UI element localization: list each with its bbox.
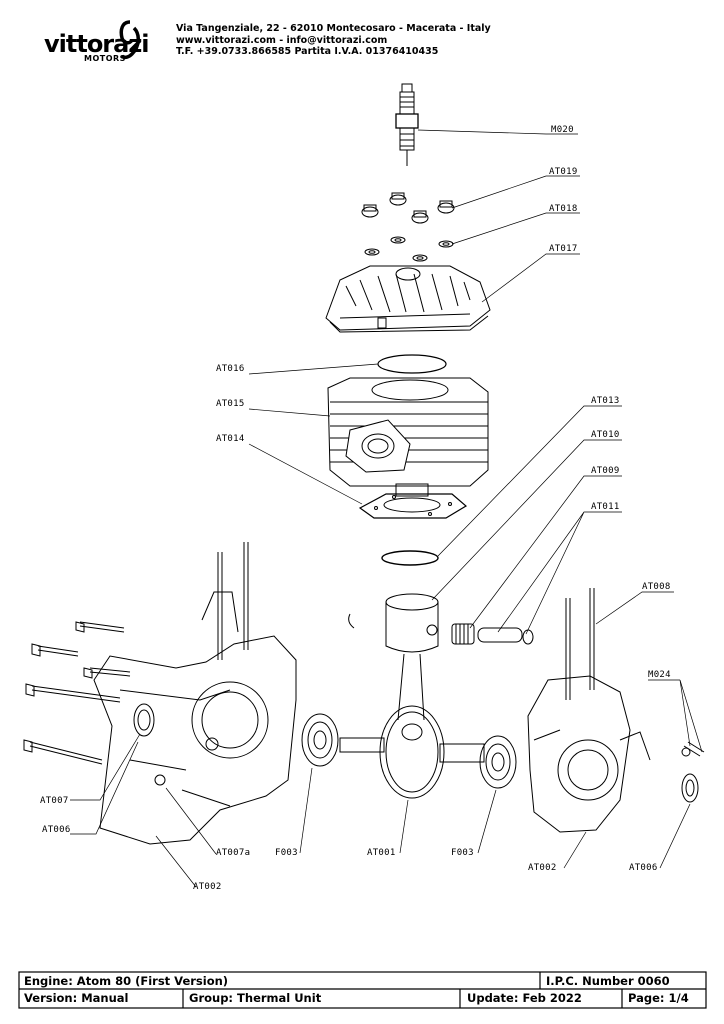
connecting-rod	[397, 653, 425, 721]
title-block-group: Group: Thermal Unit	[189, 991, 322, 1005]
brand-logo-mark	[119, 20, 140, 60]
piston	[348, 593, 439, 653]
callout-f003-left: F003	[275, 848, 298, 858]
callout-at002-right: AT002	[528, 863, 557, 873]
piston-pin-clip	[522, 629, 534, 645]
title-block-version: Version: Manual	[24, 991, 129, 1005]
callout-at019: AT019	[549, 167, 578, 177]
crankshaft-seal-right	[681, 773, 699, 803]
callout-f003-right: F003	[451, 848, 474, 858]
callout-at008: AT008	[642, 582, 671, 592]
title-block-update: Update: Feb 2022	[467, 991, 582, 1005]
callout-at014: AT014	[216, 434, 245, 444]
company-address: Via Tangenziale, 22 - 62010 Montecosaro …	[176, 23, 491, 34]
main-bearing-left	[301, 713, 339, 767]
crankcase-screws	[681, 741, 705, 757]
brand-logo-subtitle: MOTORS	[84, 54, 126, 63]
callout-at007: AT007	[40, 796, 69, 806]
callout-at007a: AT007a	[216, 848, 251, 858]
callout-at009: AT009	[591, 466, 620, 476]
callout-at006-right: AT006	[629, 863, 658, 873]
callout-at015: AT015	[216, 399, 245, 409]
title-block-ipc-number: I.P.C. Number 0060	[546, 974, 670, 988]
company-web-email: www.vittorazi.com - info@vittorazi.com	[176, 35, 388, 46]
callout-at017: AT017	[549, 244, 578, 254]
cylinder-head-nuts	[361, 192, 455, 224]
title-block-page: Page: 1/4	[628, 991, 689, 1005]
callout-at013: AT013	[591, 396, 620, 406]
callout-m020: M020	[551, 125, 574, 135]
cylinder-head	[325, 265, 491, 333]
base-gasket	[358, 493, 468, 519]
title-block-engine: Engine: Atom 80 (First Version)	[24, 974, 229, 988]
callout-at018: AT018	[549, 204, 578, 214]
crankshaft-seal-left	[133, 703, 155, 737]
callout-at002-left: AT002	[193, 882, 222, 892]
crankcase-bolts	[23, 621, 131, 765]
company-phone-vat: T.F. +39.0733.866585 Partita I.V.A. 0137…	[176, 46, 439, 57]
callout-at010: AT010	[591, 430, 620, 440]
callout-at016: AT016	[216, 364, 245, 374]
cylinder	[327, 377, 489, 497]
crankcase-left	[93, 542, 297, 845]
crankcase-right	[527, 588, 651, 833]
head-gasket	[377, 354, 447, 374]
piston-ring	[381, 550, 439, 566]
callout-at011: AT011	[591, 502, 620, 512]
main-bearing-right	[479, 735, 517, 789]
callout-at001: AT001	[367, 848, 396, 858]
piston-pin	[477, 627, 523, 643]
cylinder-head-washers	[364, 236, 454, 262]
crankshaft	[339, 705, 485, 799]
title-block-frame	[18, 971, 707, 1009]
callout-m024: M024	[648, 670, 671, 680]
callout-at006-left: AT006	[42, 825, 71, 835]
leader-lines	[70, 129, 703, 888]
needle-bearing	[451, 623, 475, 645]
spark-plug	[395, 83, 419, 166]
